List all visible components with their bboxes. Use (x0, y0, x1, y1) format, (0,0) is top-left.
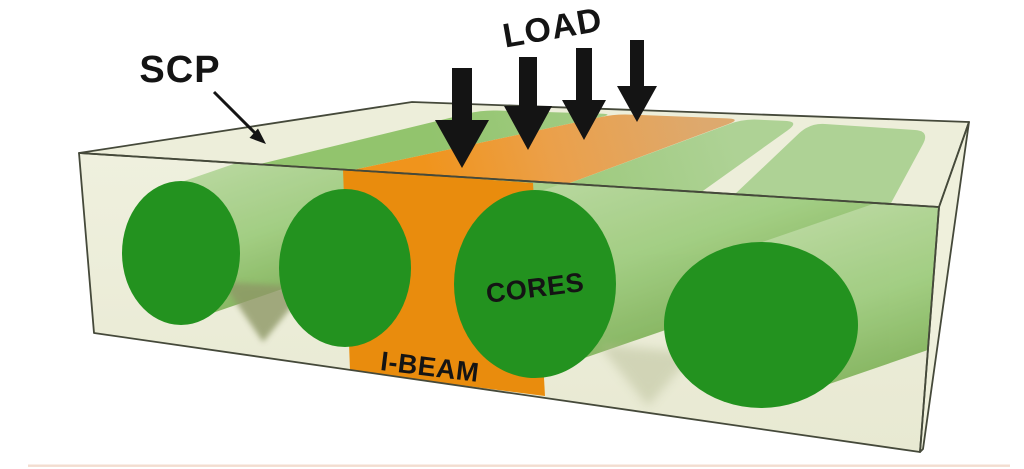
core-shadow (598, 344, 694, 406)
load-arrow-icon (562, 48, 606, 140)
panel-edge-outline (919, 121, 970, 453)
load-arrow-icon (617, 40, 657, 122)
load-label: LOAD (500, 1, 605, 56)
core-body-band (497, 153, 939, 369)
core-top-strip (566, 119, 794, 193)
ground-shadow-line (28, 464, 1010, 467)
core-end-circle (122, 181, 240, 325)
load-arrow-icon (504, 57, 552, 150)
annotations: SCP LOAD CORES I-BEAM (139, 1, 657, 388)
panel-edge-outlines (78, 101, 970, 453)
load-arrows (435, 40, 657, 168)
core-end-circle (279, 189, 411, 347)
ibeam-top-flange (348, 114, 735, 185)
core-body-band (726, 153, 939, 403)
core-end-circle (454, 190, 616, 378)
load-arrow-icon (435, 68, 489, 168)
core-top-strip (734, 123, 926, 205)
scp-pointer-arrow-icon (212, 90, 266, 144)
scp-label: SCP (139, 49, 220, 91)
core-end-circle (664, 242, 858, 408)
